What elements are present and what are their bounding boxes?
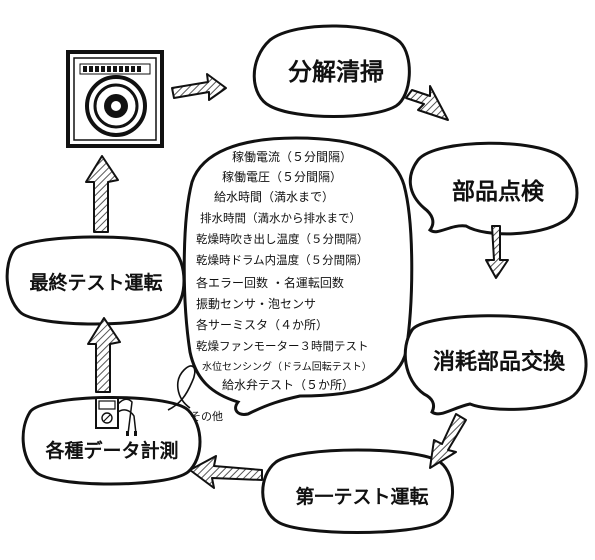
measurement-item: 乾燥時ドラム内温度（５分間隔） <box>196 253 369 267</box>
arrow-first-test-to-measurement <box>189 455 263 489</box>
bubble-disassembly-cleaning <box>252 24 411 118</box>
step-data-measurement: 各種データ計測 <box>45 440 179 462</box>
step-consumable-replacement: 消耗部品交換 <box>432 350 565 375</box>
measurement-item: 各エラー回数 ・名運転回数 <box>196 276 344 290</box>
arrow-machine-to-disassembly <box>171 73 227 101</box>
step-parts-inspection: 部品点検 <box>452 179 544 205</box>
multimeter-icon <box>95 397 137 436</box>
step-final-test-run: 最終テスト運転 <box>29 272 163 294</box>
measurement-item: 給水時間（満水まで） <box>214 190 335 204</box>
measurement-item: 乾燥時吹き出し温度（５分間隔） <box>196 232 369 246</box>
arrow-disassembly-to-inspection <box>405 85 449 121</box>
bubble-first-test-run <box>261 448 454 534</box>
others-label: その他 <box>190 410 223 423</box>
arrow-replacement-to-first-test <box>429 413 467 469</box>
arrow-final-test-to-machine <box>85 155 119 233</box>
measurement-item: 稼働電圧（５分間隔） <box>222 170 343 184</box>
step-first-test-run: 第一テスト運転 <box>295 486 429 508</box>
step-disassembly-cleaning: 分解清掃 <box>288 58 384 86</box>
measurement-item: 排水時間（満水から排水まで） <box>200 211 361 225</box>
bubble-final-test-run <box>5 235 186 326</box>
measurement-item: 各サーミスタ（４か所） <box>196 318 329 332</box>
measurement-item: 振動センサ・泡センサ <box>196 297 317 311</box>
others-leader-curve <box>167 365 196 411</box>
measurement-item: 稼働電流（５分間隔） <box>232 150 353 164</box>
washing-machine-icon <box>66 50 164 148</box>
measurement-item: 給水弁テスト（５か所） <box>222 378 355 392</box>
bubble-consumable-replacement <box>403 314 588 416</box>
arrow-inspection-to-replacement <box>485 225 509 279</box>
arrow-measurement-to-final-test <box>87 317 121 393</box>
measurement-balloon <box>182 136 414 416</box>
measurement-item: 乾燥ファンモーター３時間テスト <box>196 339 369 353</box>
measurement-item: 水位センシング（ドラム回転テスト） <box>202 362 372 373</box>
